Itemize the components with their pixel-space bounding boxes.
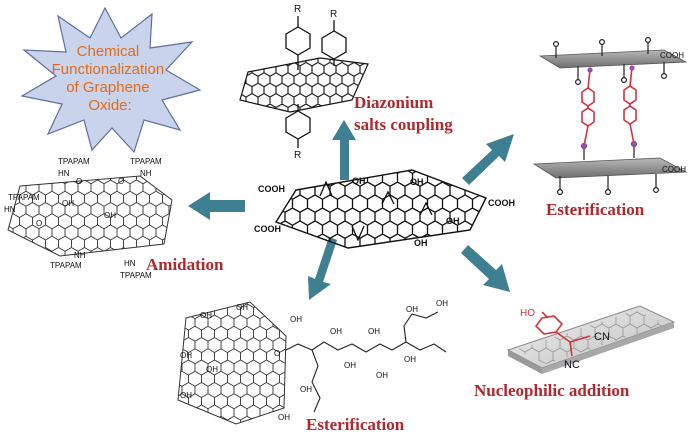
top-sheet	[538, 49, 688, 69]
ester-b-oh-15: OH	[278, 413, 290, 422]
ester-b-oh-6: OH	[290, 315, 302, 324]
amidation-tpapam-3: TPAPAM	[8, 193, 40, 202]
ester-b-oh-14: OH	[436, 299, 448, 308]
arrow-to-esterification-right	[462, 134, 514, 185]
arrow-to-nucleophilic	[461, 245, 510, 292]
nucleophilic-nc: NC	[564, 359, 580, 371]
title-burst: Chemical Functionalization of Graphene O…	[20, 6, 202, 154]
amidation-structure: TPAPAM TPAPAM TPAPAM TPAPAM TPAPAM HN NH…	[4, 157, 173, 280]
arrow-to-diazonium	[332, 120, 356, 180]
ester-b-oh-7: OH	[330, 327, 342, 336]
diazonium-structure: R R R	[239, 4, 369, 161]
title-line-3: of Graphene	[66, 79, 149, 96]
ester-b-o-1: O	[274, 349, 280, 358]
ester-b-oh-13: OH	[406, 305, 418, 314]
diazonium-r-2: R	[330, 9, 337, 20]
amidation-tpapam-5: TPAPAM	[120, 271, 152, 280]
ester-b-oh-9: OH	[368, 327, 380, 336]
phenyl-ring-top-left	[285, 26, 311, 56]
nucleophilic-structure: HO CN NC	[506, 305, 676, 374]
amidation-oh-2: OH	[104, 211, 116, 220]
amidation-tpapam-1: TPAPAM	[58, 157, 90, 166]
ester-right-cooh-bottom: COOH	[662, 165, 686, 174]
phenyl-ring-top-right	[321, 30, 347, 60]
nucleophilic-label: Nucleophilic addition	[474, 381, 630, 400]
esterification-bottom-structure: OH OH OH OH OH OH OH OH OH OH OH OH OH O…	[177, 299, 448, 425]
center-cooh-top-left: COOH	[258, 184, 285, 194]
svg-text:Chemical Functionalizati: Chemical Functionalization of Graphene O…	[52, 43, 169, 114]
ester-b-oh-12: OH	[300, 385, 312, 394]
diazonium-label-line2: salts coupling	[354, 115, 453, 134]
center-oh-bottom: OH	[414, 238, 428, 248]
center-cooh-bottom-left: COOH	[254, 224, 281, 234]
center-oh-top: OH	[352, 176, 366, 186]
amidation-tpapam-2: TPAPAM	[130, 157, 162, 166]
reaction-arrows	[188, 120, 514, 300]
diazonium-r-1: R	[294, 4, 301, 15]
esterification-right-label: Esterification	[546, 200, 645, 219]
center-oh-right: OH	[446, 216, 460, 226]
ester-b-oh-1: OH	[200, 311, 212, 320]
arrow-to-amidation	[188, 192, 245, 220]
center-cooh-right: COOH	[488, 198, 515, 208]
ester-b-oh-8: OH	[344, 361, 356, 370]
amidation-nh-2: NH	[74, 251, 86, 260]
diazonium-r-3: R	[294, 150, 301, 161]
arrow-to-esterification-bottom	[308, 237, 337, 300]
ester-b-oh-4: OH	[206, 365, 218, 374]
diazonium-label-line1: Diazonium	[354, 93, 433, 112]
ester-b-oh-11: OH	[404, 355, 416, 364]
amidation-nh-1: NH	[140, 169, 152, 178]
title-line-4: Oxide:	[88, 97, 131, 114]
amidation-tpapam-4: TPAPAM	[50, 261, 82, 270]
amidation-o-3: O	[36, 219, 42, 228]
amidation-hn-3: HN	[124, 259, 136, 268]
esterification-bottom-label: Esterification	[306, 415, 405, 434]
title-line-2: Functionalization	[52, 61, 165, 78]
ester-b-oh-2: OH	[236, 303, 248, 312]
amidation-o-2: O	[118, 177, 124, 186]
nucleophilic-ho: HO	[520, 308, 535, 319]
ester-right-cooh-top: COOH	[660, 51, 684, 60]
ester-b-oh-3: OH	[180, 351, 192, 360]
amidation-hn-2: HN	[4, 205, 16, 214]
amidation-label: Amidation	[146, 255, 224, 274]
bottom-sheet	[532, 157, 688, 179]
amidation-oh-1: OH	[62, 199, 74, 208]
graphene-oxide-center: COOH COOH COOH OH OH OH OH	[254, 169, 515, 249]
burst-shape	[20, 6, 202, 154]
nucleophilic-cn: CN	[594, 331, 610, 343]
center-oh-top-right: OH	[410, 177, 424, 187]
amidation-hn-1: HN	[58, 169, 70, 178]
phenyl-ring-bottom	[285, 110, 311, 140]
title-line-1: Chemical	[77, 43, 140, 60]
amidation-o-1: O	[76, 177, 82, 186]
esterification-sandwich: COOH COOH	[532, 36, 688, 196]
ester-b-oh-5: OH	[180, 391, 192, 400]
ester-b-oh-10: OH	[376, 371, 388, 380]
